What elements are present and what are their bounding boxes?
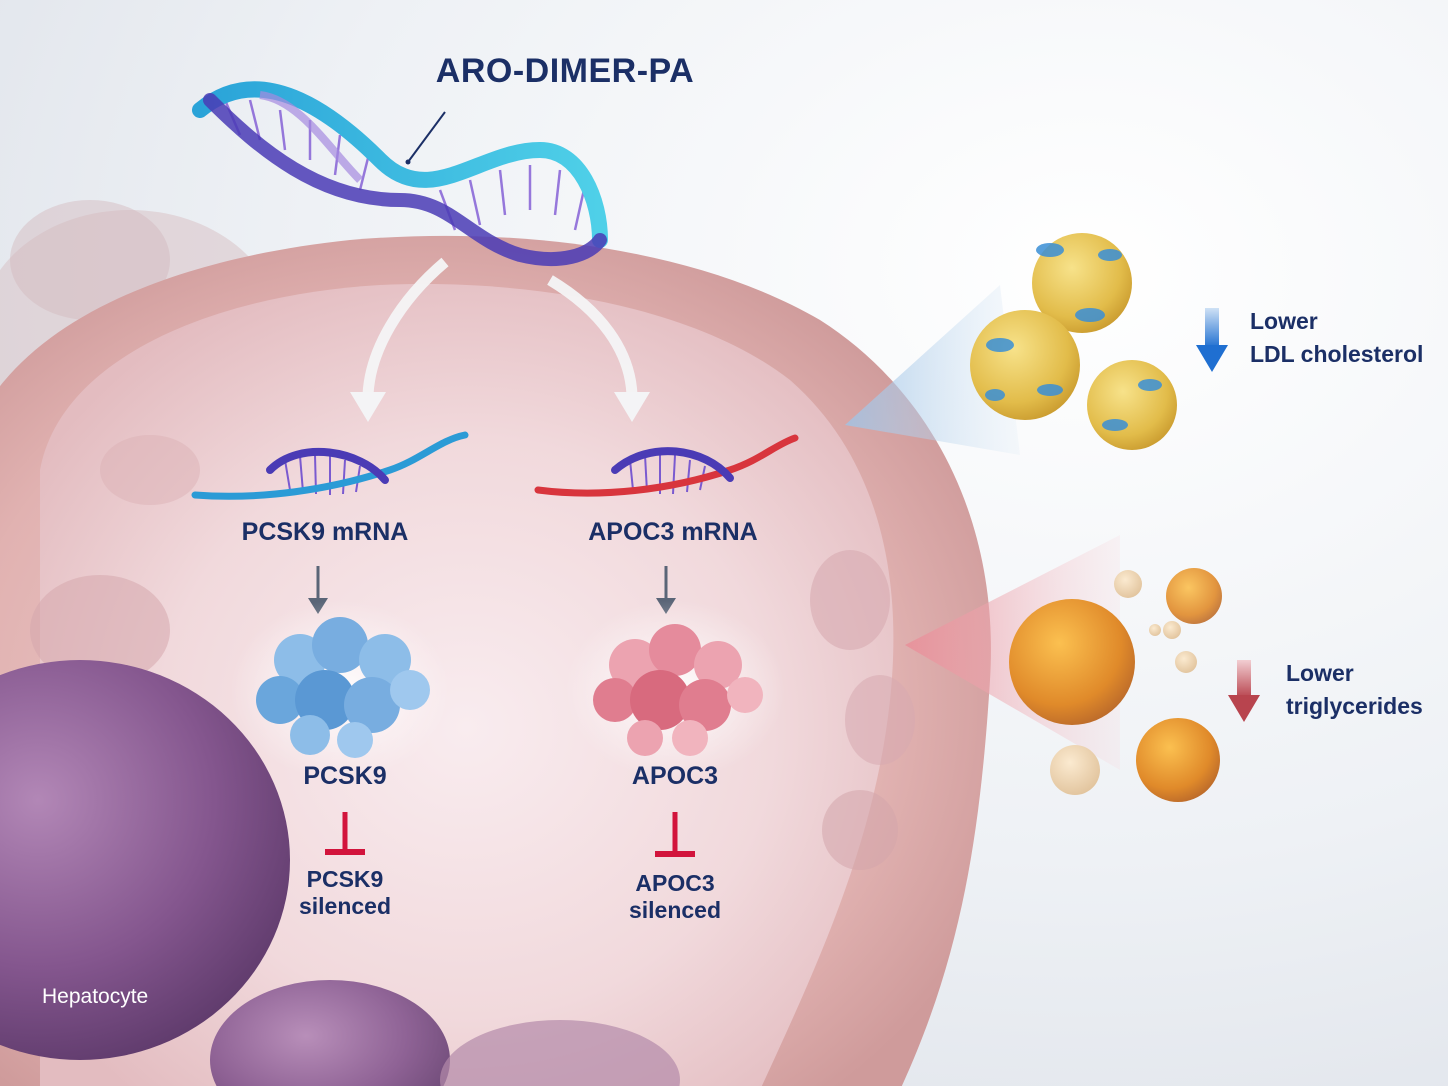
tg-particle-small (1175, 651, 1197, 673)
hepatocyte-label: Hepatocyte (42, 985, 149, 1008)
organelle (822, 790, 898, 870)
tg-particle-small (1163, 621, 1181, 639)
nucleus (0, 660, 290, 1060)
pcsk9-protein (230, 600, 450, 780)
pcsk9-inhibition-symbol (325, 812, 365, 855)
apoc3-inhibition-symbol (655, 812, 695, 857)
pcsk9-silenced-label: PCSK9 silenced (245, 866, 445, 920)
apoc3-silenced-line2: silenced (628, 897, 722, 923)
apoc3-mrna-label: APOC3 mRNA (588, 518, 758, 546)
tg-particle (1166, 568, 1222, 624)
ldl-effect-line1: Lower (1250, 308, 1318, 334)
tg-effect-line2: triglycerides (1286, 693, 1423, 719)
aro-dimer-pa-molecule (192, 81, 608, 267)
pcsk9-mrna-rungs (284, 454, 361, 495)
tg-particle-small (1114, 570, 1142, 598)
tg-particle (1136, 718, 1220, 802)
tg-effect-line1: Lower (1286, 660, 1354, 686)
apoc3-mrna-strand (534, 434, 799, 497)
organelle (100, 435, 200, 505)
ldl-particles (970, 233, 1177, 450)
apoc3-silenced-line1: APOC3 (635, 870, 715, 896)
pcsk9-sirna-strand (266, 447, 389, 484)
nucleus (210, 980, 450, 1086)
pcsk9-silenced-line2: silenced (298, 893, 392, 919)
ldl-effect-line2: LDL cholesterol (1250, 341, 1424, 367)
nucleus (440, 1020, 680, 1086)
tg-effect-label: Lower triglycerides (1286, 657, 1423, 723)
molecule-title: ARO-DIMER-PA (435, 52, 695, 90)
helix-strand-cyan (192, 81, 608, 248)
ldl-effect-label: Lower LDL cholesterol (1250, 305, 1423, 371)
tg-particle-small (1149, 624, 1161, 636)
tg-particle-small (1050, 745, 1100, 795)
pcsk9-protein-label: PCSK9 (303, 762, 387, 790)
ldl-down-arrow (1196, 308, 1228, 372)
arrow-head-pcsk9 (350, 392, 386, 422)
pcsk9-silenced-line1: PCSK9 (306, 866, 384, 892)
helix-strand-purple (203, 93, 607, 267)
arrow-to-pcsk9-mrna (362, 257, 449, 396)
arrow-to-apoc3-mrna (547, 275, 638, 396)
ldl-particle (1087, 360, 1177, 450)
title-leader-line (407, 111, 446, 163)
ldl-particle (970, 310, 1080, 420)
apob-patches (985, 243, 1162, 431)
apoc3-mrna-duplex (534, 434, 799, 497)
triglyceride-particles (1009, 568, 1222, 802)
pcsk9-mrna-duplex (191, 431, 469, 500)
nucleus-group (0, 660, 680, 1086)
pcsk9-mrna-strand (191, 431, 469, 500)
background-cell (10, 200, 170, 320)
apoc3-protein-label: APOC3 (631, 762, 719, 790)
tg-down-arrow (1228, 660, 1260, 722)
organelle (810, 550, 890, 650)
title-leader-dot (405, 159, 411, 165)
apoc3-protein (565, 600, 785, 780)
tg-particle (1009, 599, 1135, 725)
arrow-head-apoc3 (614, 392, 650, 422)
helix-strand-lavender (259, 91, 363, 183)
apoc3-silenced-label: APOC3 silenced (575, 870, 775, 924)
pcsk9-mrna-label: PCSK9 mRNA (241, 518, 409, 546)
ldl-callout-beam (845, 285, 1020, 455)
apoc3-sirna-strand (611, 447, 734, 482)
organelle (30, 575, 170, 685)
organelle (845, 675, 915, 765)
